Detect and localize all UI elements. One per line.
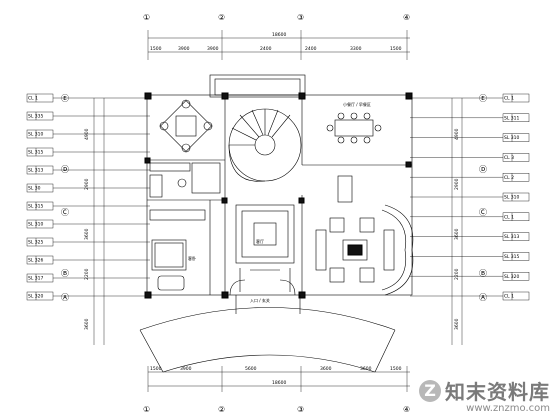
left-tag-label: SL 310 bbox=[28, 222, 44, 228]
watermark-url: www.znzmo.com bbox=[466, 403, 550, 414]
axis-4-bottom: ④ bbox=[403, 405, 410, 414]
axis-d-left: Ⓓ bbox=[61, 165, 69, 174]
top-total-dim: 18600 bbox=[272, 32, 286, 38]
axis-b-left: Ⓑ bbox=[61, 269, 69, 278]
room-label-entry: 入口 / 玄关 bbox=[250, 297, 270, 303]
right-tag-label: CL 2 bbox=[504, 175, 514, 181]
bottom-grid-axes: ① ② ③ ④ bbox=[143, 405, 410, 414]
brand-logo-icon: Z bbox=[419, 379, 441, 402]
left-grid-axes: Ⓔ Ⓓ Ⓒ Ⓑ Ⓐ bbox=[61, 94, 69, 302]
bottom-dim-seg: 5600 bbox=[245, 366, 257, 372]
left-dim: 2900 bbox=[84, 178, 90, 190]
right-tag-label: CL 1 bbox=[504, 96, 514, 102]
left-tag-label: SL 317 bbox=[28, 276, 44, 282]
spiral-staircase bbox=[228, 108, 302, 182]
axis-e-right: Ⓔ bbox=[479, 94, 487, 103]
left-dim: 3600 bbox=[84, 228, 90, 240]
lounge-right bbox=[315, 175, 395, 283]
axis-b-right: Ⓑ bbox=[479, 269, 487, 278]
room-label-living: 客厅 bbox=[256, 238, 264, 244]
right-dim: 4900 bbox=[454, 128, 460, 140]
right-tag-label: CL 1 bbox=[504, 294, 514, 300]
axis-2-bottom: ② bbox=[218, 405, 225, 414]
axis-4-top: ④ bbox=[403, 13, 410, 22]
axis-1-bottom: ① bbox=[143, 405, 150, 414]
left-tag-label: SL 320 bbox=[28, 294, 44, 300]
top-dim-seg: 3900 bbox=[207, 46, 219, 52]
entry-doors: 入口 / 玄关 bbox=[229, 279, 296, 303]
service-rooms-left bbox=[149, 162, 221, 198]
top-dim-seg: 2400 bbox=[260, 46, 272, 52]
bottom-dim-seg: 1500 bbox=[150, 366, 162, 372]
room-label-bedroom: 客卧 bbox=[188, 255, 196, 261]
right-dimensions: 4900 2900 3600 2200 3600 bbox=[451, 98, 463, 345]
left-dim: 2200 bbox=[84, 268, 90, 280]
right-tag-label: SL 311 bbox=[504, 115, 520, 121]
bedroom-left: 客卧 bbox=[149, 209, 206, 291]
left-tag-label: SL 30 bbox=[28, 186, 41, 192]
left-tag-label: SL 315 bbox=[28, 204, 44, 210]
right-tag-label: CL 1 bbox=[504, 214, 514, 220]
right-tag-label: SL 313 bbox=[504, 234, 520, 240]
top-dim-seg: 1500 bbox=[150, 46, 162, 52]
dining-table-left bbox=[159, 99, 213, 153]
right-grid-axes: Ⓔ Ⓓ Ⓒ Ⓑ Ⓐ bbox=[479, 94, 487, 302]
axis-2-top: ② bbox=[218, 13, 225, 22]
right-dim: 2200 bbox=[454, 268, 460, 280]
left-tag-label: SL 335 bbox=[28, 114, 44, 120]
left-tag-label: SL 310 bbox=[28, 132, 44, 138]
top-grid-axes: ① ② ③ ④ bbox=[143, 13, 410, 22]
left-dim: 4900 bbox=[84, 128, 90, 140]
left-dim: 3600 bbox=[84, 318, 90, 330]
left-tag-label: SL 326 bbox=[28, 258, 44, 264]
bottom-dim-seg: 3600 bbox=[320, 366, 332, 372]
top-dim-seg: 3900 bbox=[178, 46, 190, 52]
right-tag-label: SL 315 bbox=[504, 254, 520, 260]
axis-e-left: Ⓔ bbox=[61, 94, 69, 103]
living-room-center: 客厅 bbox=[235, 204, 295, 292]
left-tag-label: CL 1 bbox=[28, 96, 38, 102]
axis-c-right: Ⓒ bbox=[479, 208, 487, 217]
top-dim-seg: 2400 bbox=[305, 46, 317, 52]
right-material-tags: CL 1 SL 311 SL 310 CL 3 CL 2 SL 310 CL 1 SL 313… bbox=[410, 93, 530, 301]
top-dim-seg: 1500 bbox=[390, 46, 402, 52]
left-tag-label: SL 325 bbox=[28, 240, 44, 246]
left-tag-label: SL 315 bbox=[28, 150, 44, 156]
top-dim-seg: 3300 bbox=[350, 46, 362, 52]
right-tag-label: CL 3 bbox=[504, 155, 514, 161]
watermark-logo: Z 知末资料库 bbox=[419, 376, 550, 405]
axis-a-right: Ⓐ bbox=[479, 293, 487, 302]
axis-c-left: Ⓒ bbox=[61, 208, 69, 217]
left-tag-label: SL 313 bbox=[28, 168, 44, 174]
axis-1-top: ① bbox=[143, 13, 150, 22]
bottom-total-dim: 18600 bbox=[272, 380, 286, 386]
right-dim: 3600 bbox=[454, 318, 460, 330]
top-dimensions: 18600 1500 3900 3900 2400 2400 3300 1500 bbox=[147, 30, 410, 60]
watermark: Z 知末资料库 www.znzmo.com bbox=[419, 376, 550, 414]
axis-3-bottom: ③ bbox=[297, 405, 304, 414]
right-tag-label: SL 310 bbox=[504, 135, 520, 141]
axis-3-top: ③ bbox=[297, 13, 304, 22]
right-dim: 2900 bbox=[454, 178, 460, 190]
room-label-dining-right: 小餐厅 / 早餐区 bbox=[343, 101, 371, 107]
watermark-name: 知末资料库 bbox=[445, 380, 550, 404]
axis-d-right: Ⓓ bbox=[479, 165, 487, 174]
curved-terrace bbox=[139, 295, 396, 373]
right-dim: 3600 bbox=[454, 228, 460, 240]
axis-a-left: Ⓐ bbox=[61, 293, 69, 302]
right-tag-label: SL 320 bbox=[504, 274, 520, 280]
left-dimensions: 4900 2900 3600 2200 3600 bbox=[84, 98, 105, 345]
building-walls bbox=[144, 74, 414, 299]
bottom-dimensions: 1500 3900 5600 3600 3600 1500 18600 bbox=[147, 366, 410, 392]
bottom-dim-seg: 1500 bbox=[390, 366, 402, 372]
dining-table-right: 小餐厅 / 早餐区 bbox=[326, 101, 382, 144]
bottom-dim-seg: 3900 bbox=[180, 366, 192, 372]
right-tag-label: SL 310 bbox=[504, 195, 520, 201]
